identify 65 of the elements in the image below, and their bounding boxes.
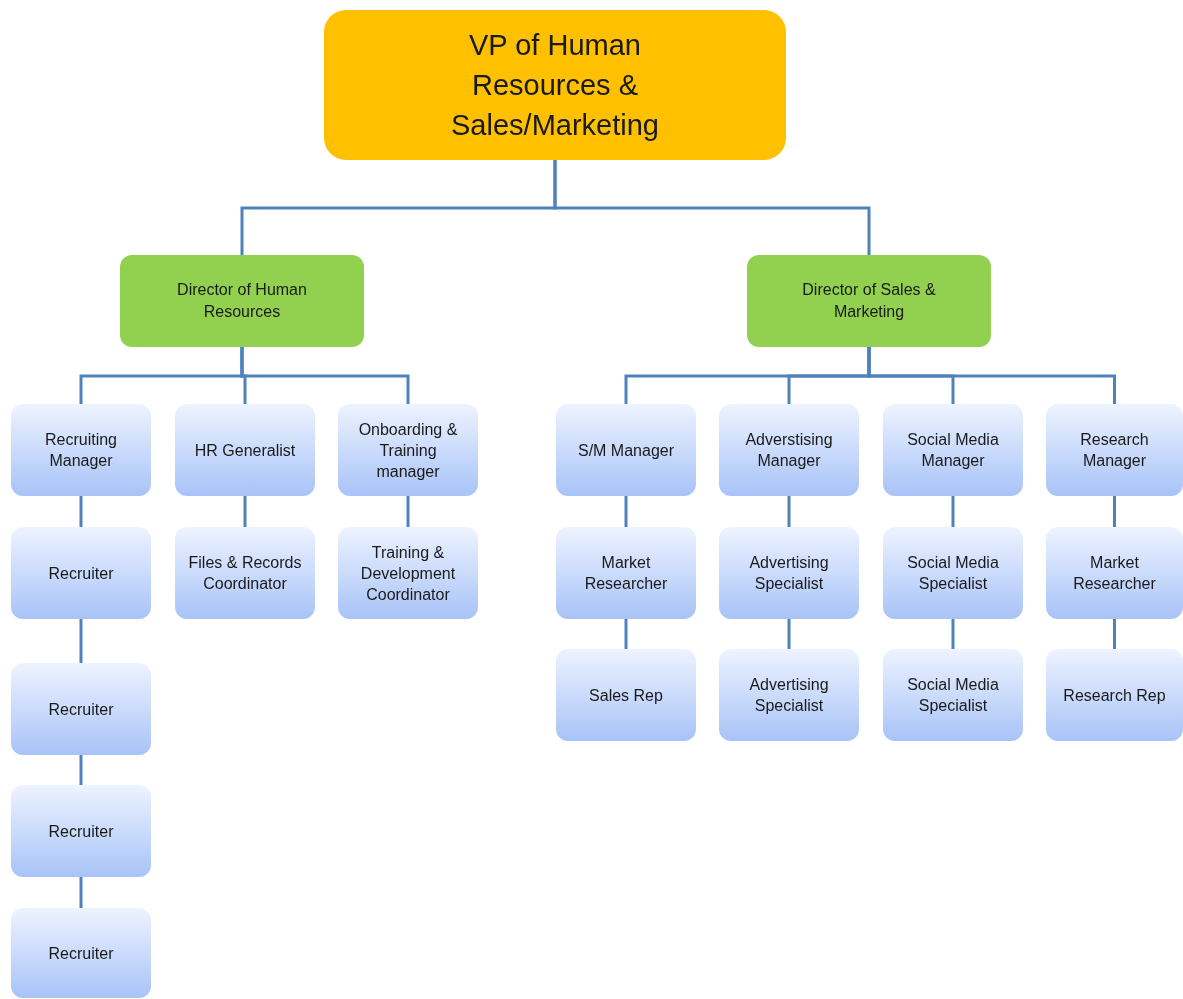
position-box: [556, 404, 696, 496]
director-box: [120, 255, 364, 347]
connector-line: [240, 347, 410, 404]
node-label: HR Generalist: [194, 440, 296, 461]
node-label: Social Media Manager: [906, 430, 1000, 471]
node-label: Director of Human Resources: [176, 280, 308, 322]
connector-line: [79, 755, 83, 785]
connector-line: [951, 496, 955, 527]
position-box: [1046, 649, 1183, 741]
position-box: [719, 404, 859, 496]
position-box: [719, 649, 859, 741]
node-label: Director of Sales & Marketing: [801, 280, 937, 322]
position-box: [1046, 527, 1183, 619]
node-label: Advertising Specialist: [748, 553, 830, 594]
connector-line: [406, 496, 410, 527]
position-box: [883, 527, 1023, 619]
position-box: [556, 649, 696, 741]
connector-line: [624, 496, 628, 527]
connector-line: [867, 347, 1116, 404]
connector-line: [79, 619, 83, 663]
node-label: Recruiting Manager: [44, 430, 118, 471]
connector-line: [1113, 496, 1116, 527]
connector-line: [553, 160, 871, 255]
connector-line: [951, 619, 955, 649]
node-label: Research Manager: [1079, 430, 1150, 471]
position-box: [11, 663, 151, 755]
position-box: [175, 527, 315, 619]
node-label: Adverstising Manager: [744, 430, 834, 471]
node-label: Recruiter: [48, 563, 114, 584]
node-label: Social Media Specialist: [906, 675, 1000, 716]
director-box: [747, 255, 991, 347]
position-box: [719, 527, 859, 619]
connector-line: [1113, 619, 1116, 649]
position-box: [175, 404, 315, 496]
position-box: [11, 908, 151, 998]
node-label: Onboarding & Training manager: [357, 419, 459, 482]
node-label: Social Media Specialist: [906, 553, 1000, 594]
node-label: Recruiter: [48, 821, 114, 842]
position-box: [883, 649, 1023, 741]
node-label: VP of Human Resources & Sales/Marketing: [450, 28, 660, 143]
connector-line: [624, 619, 628, 649]
connector-line: [243, 496, 247, 527]
node-label: Recruiter: [48, 699, 114, 720]
position-box: [11, 785, 151, 877]
position-box: [11, 527, 151, 619]
position-box: [556, 527, 696, 619]
node-label: Recruiter: [48, 943, 114, 964]
connector-line: [79, 496, 83, 527]
position-box: [338, 404, 478, 496]
connector-line: [787, 619, 791, 649]
position-box: [338, 527, 478, 619]
node-label: Advertising Specialist: [748, 675, 830, 716]
position-box: [1046, 404, 1183, 496]
connector-line: [79, 877, 83, 908]
node-label: Research Rep: [1063, 685, 1166, 706]
node-label: Market Researcher: [583, 553, 669, 594]
position-box: [883, 404, 1023, 496]
node-label: Files & Records Coordinator: [187, 553, 303, 594]
node-label: Sales Rep: [589, 685, 663, 706]
connector-line: [787, 496, 791, 527]
node-label: Market Researcher: [1072, 553, 1157, 594]
position-box: [11, 404, 151, 496]
node-label: Training & Development Coordinator: [359, 542, 457, 605]
executive-box: [324, 10, 786, 160]
node-label: S/M Manager: [577, 440, 674, 461]
